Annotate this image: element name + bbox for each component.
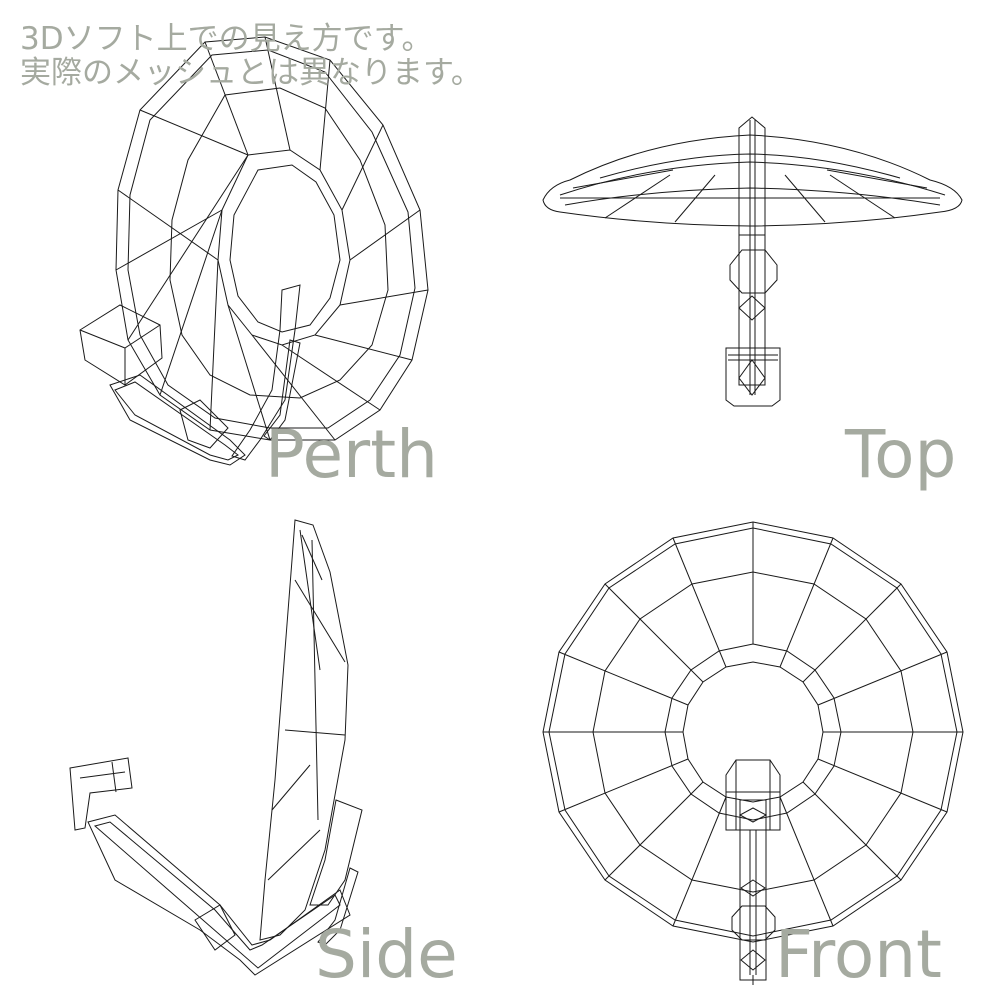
disclaimer-note: 3Dソフト上での見え方です。 実際のメッシュとは異なります。 <box>20 22 482 90</box>
disclaimer-line-2: 実際のメッシュとは異なります。 <box>20 55 482 91</box>
top-arm <box>725 116 781 407</box>
top-view-label: Top <box>845 416 957 493</box>
side-view-label: Side <box>315 916 458 993</box>
perspective-view-label: Perth <box>265 416 438 493</box>
perspective-arm <box>79 284 301 466</box>
perspective-dish <box>115 36 429 441</box>
front-arm <box>725 759 781 985</box>
front-view-label: Front <box>775 916 942 993</box>
front-dish <box>542 521 964 943</box>
side-dish <box>259 519 349 941</box>
disclaimer-line-1: 3Dソフト上での見え方です。 <box>20 21 433 57</box>
side-arm <box>69 757 363 976</box>
